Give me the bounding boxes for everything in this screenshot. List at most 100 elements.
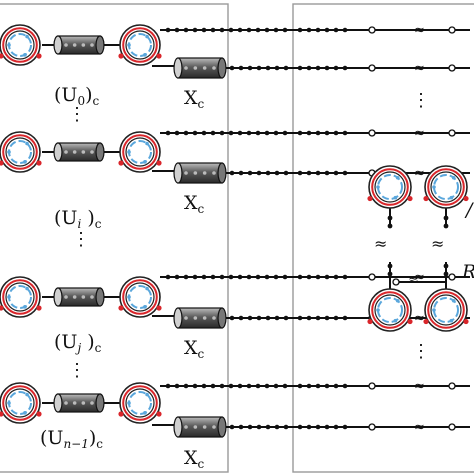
ring-inner <box>125 388 155 418</box>
vertical-node <box>387 263 393 269</box>
cylinder-cap-right <box>217 162 227 184</box>
ring-blue <box>433 297 459 323</box>
ring-arrow <box>393 318 398 323</box>
resonator-right <box>367 165 413 209</box>
ring-arrow <box>127 295 131 299</box>
bus-top-node <box>273 274 279 280</box>
bus-top-node <box>237 130 243 136</box>
bus-top-node <box>228 383 234 389</box>
cylinder-cap-right <box>95 35 105 55</box>
bus-top-node <box>306 274 312 280</box>
ring-inner <box>125 30 155 60</box>
open-node <box>448 273 456 281</box>
label-xc-3: Xc <box>184 337 205 361</box>
bus-top-node <box>201 27 207 33</box>
cylinder-cap-right <box>95 393 105 413</box>
bus-top-node <box>192 130 198 136</box>
ring-arrow <box>395 175 400 180</box>
bus-top-node <box>264 27 270 33</box>
bus-bottom-node <box>306 170 312 176</box>
cylinder-cap-left <box>173 57 183 79</box>
bus-top-node <box>297 27 303 33</box>
ring-red <box>122 27 158 63</box>
bus-top-node <box>237 27 243 33</box>
ring-arrow <box>449 195 454 200</box>
bus-bottom-node <box>247 315 253 321</box>
label-u0: (U0)c <box>54 84 100 108</box>
coupler-dot <box>156 305 162 311</box>
coupler-dot <box>0 53 4 59</box>
ring-arrow <box>127 150 131 154</box>
ring-arrow <box>25 286 29 291</box>
cylinder-cap-right <box>95 287 105 307</box>
bus-top-node <box>342 274 348 280</box>
ring-red <box>122 385 158 421</box>
vertical-node <box>443 271 449 277</box>
bus-top-node <box>201 130 207 136</box>
bus-top-node <box>228 130 234 136</box>
approx-break: ≈ <box>414 270 425 285</box>
bus-top-node <box>324 383 330 389</box>
cylinder-cap-right <box>217 416 227 438</box>
coupler-dot <box>36 160 42 166</box>
ring-blue <box>377 174 403 200</box>
cylinder-node <box>202 171 207 175</box>
cylinder-cap-left <box>53 35 63 55</box>
bus-bottom-node <box>342 65 348 71</box>
cylinder-node <box>90 150 94 154</box>
coupler-dot <box>367 318 373 325</box>
ring-inner <box>125 137 155 167</box>
bus-top-node <box>255 383 261 389</box>
bus-bottom-node <box>274 424 280 430</box>
bus-top-node <box>246 274 252 280</box>
approx-vertical-2: ≈ <box>431 234 444 253</box>
bus-top-node <box>264 130 270 136</box>
xc-gate <box>173 307 227 329</box>
label-xc-1: Xc <box>184 87 205 111</box>
cylinder-cap-left <box>173 307 183 329</box>
coupler-dot <box>118 160 124 166</box>
bus-top-node <box>228 274 234 280</box>
bus-top-node <box>333 383 339 389</box>
cylinder-cap-left <box>53 287 63 307</box>
cylinder-node <box>184 66 188 70</box>
cylinder-node <box>64 295 68 299</box>
bus-top-node <box>165 130 171 136</box>
resonator-left <box>0 24 42 66</box>
cylinder-node <box>81 295 86 299</box>
ring-arrow <box>145 34 149 39</box>
ring-arrow <box>25 34 29 39</box>
bus-bottom-node <box>315 65 321 71</box>
bus-bottom-node <box>256 65 262 71</box>
vertical-node <box>443 223 449 229</box>
coupler-dot <box>36 53 42 59</box>
ring-red <box>2 385 38 421</box>
ring-inner <box>374 171 406 203</box>
bus-top-node <box>183 27 189 33</box>
vdots-left-1: ⋮ <box>68 104 86 125</box>
resonator-mid <box>118 382 162 424</box>
bus-top-node <box>219 27 225 33</box>
approx-break: ≈ <box>414 23 425 38</box>
bus-top-node <box>246 27 252 33</box>
bus-bottom-node <box>256 170 262 176</box>
ring-arrow <box>7 295 11 299</box>
vertical-node <box>443 215 449 221</box>
bus-bottom-node <box>333 424 339 430</box>
cylinder-node <box>64 43 68 47</box>
approx-break: ≈ <box>414 379 425 394</box>
bus-bottom-node <box>324 315 330 321</box>
label-xc-2: Xc <box>184 192 205 216</box>
edge-letter-top: / <box>464 199 474 221</box>
bus-top-node <box>333 27 339 33</box>
bus-bottom-node <box>297 424 303 430</box>
bus-top-node <box>315 383 321 389</box>
bus-top-node <box>165 27 171 33</box>
open-node <box>448 64 456 72</box>
ring-arrow <box>23 160 27 164</box>
bus-bottom-node <box>265 315 271 321</box>
cylinder-cap-left <box>53 393 63 413</box>
label-ui: (Ui )c <box>54 207 102 231</box>
vertical-node <box>387 215 393 221</box>
